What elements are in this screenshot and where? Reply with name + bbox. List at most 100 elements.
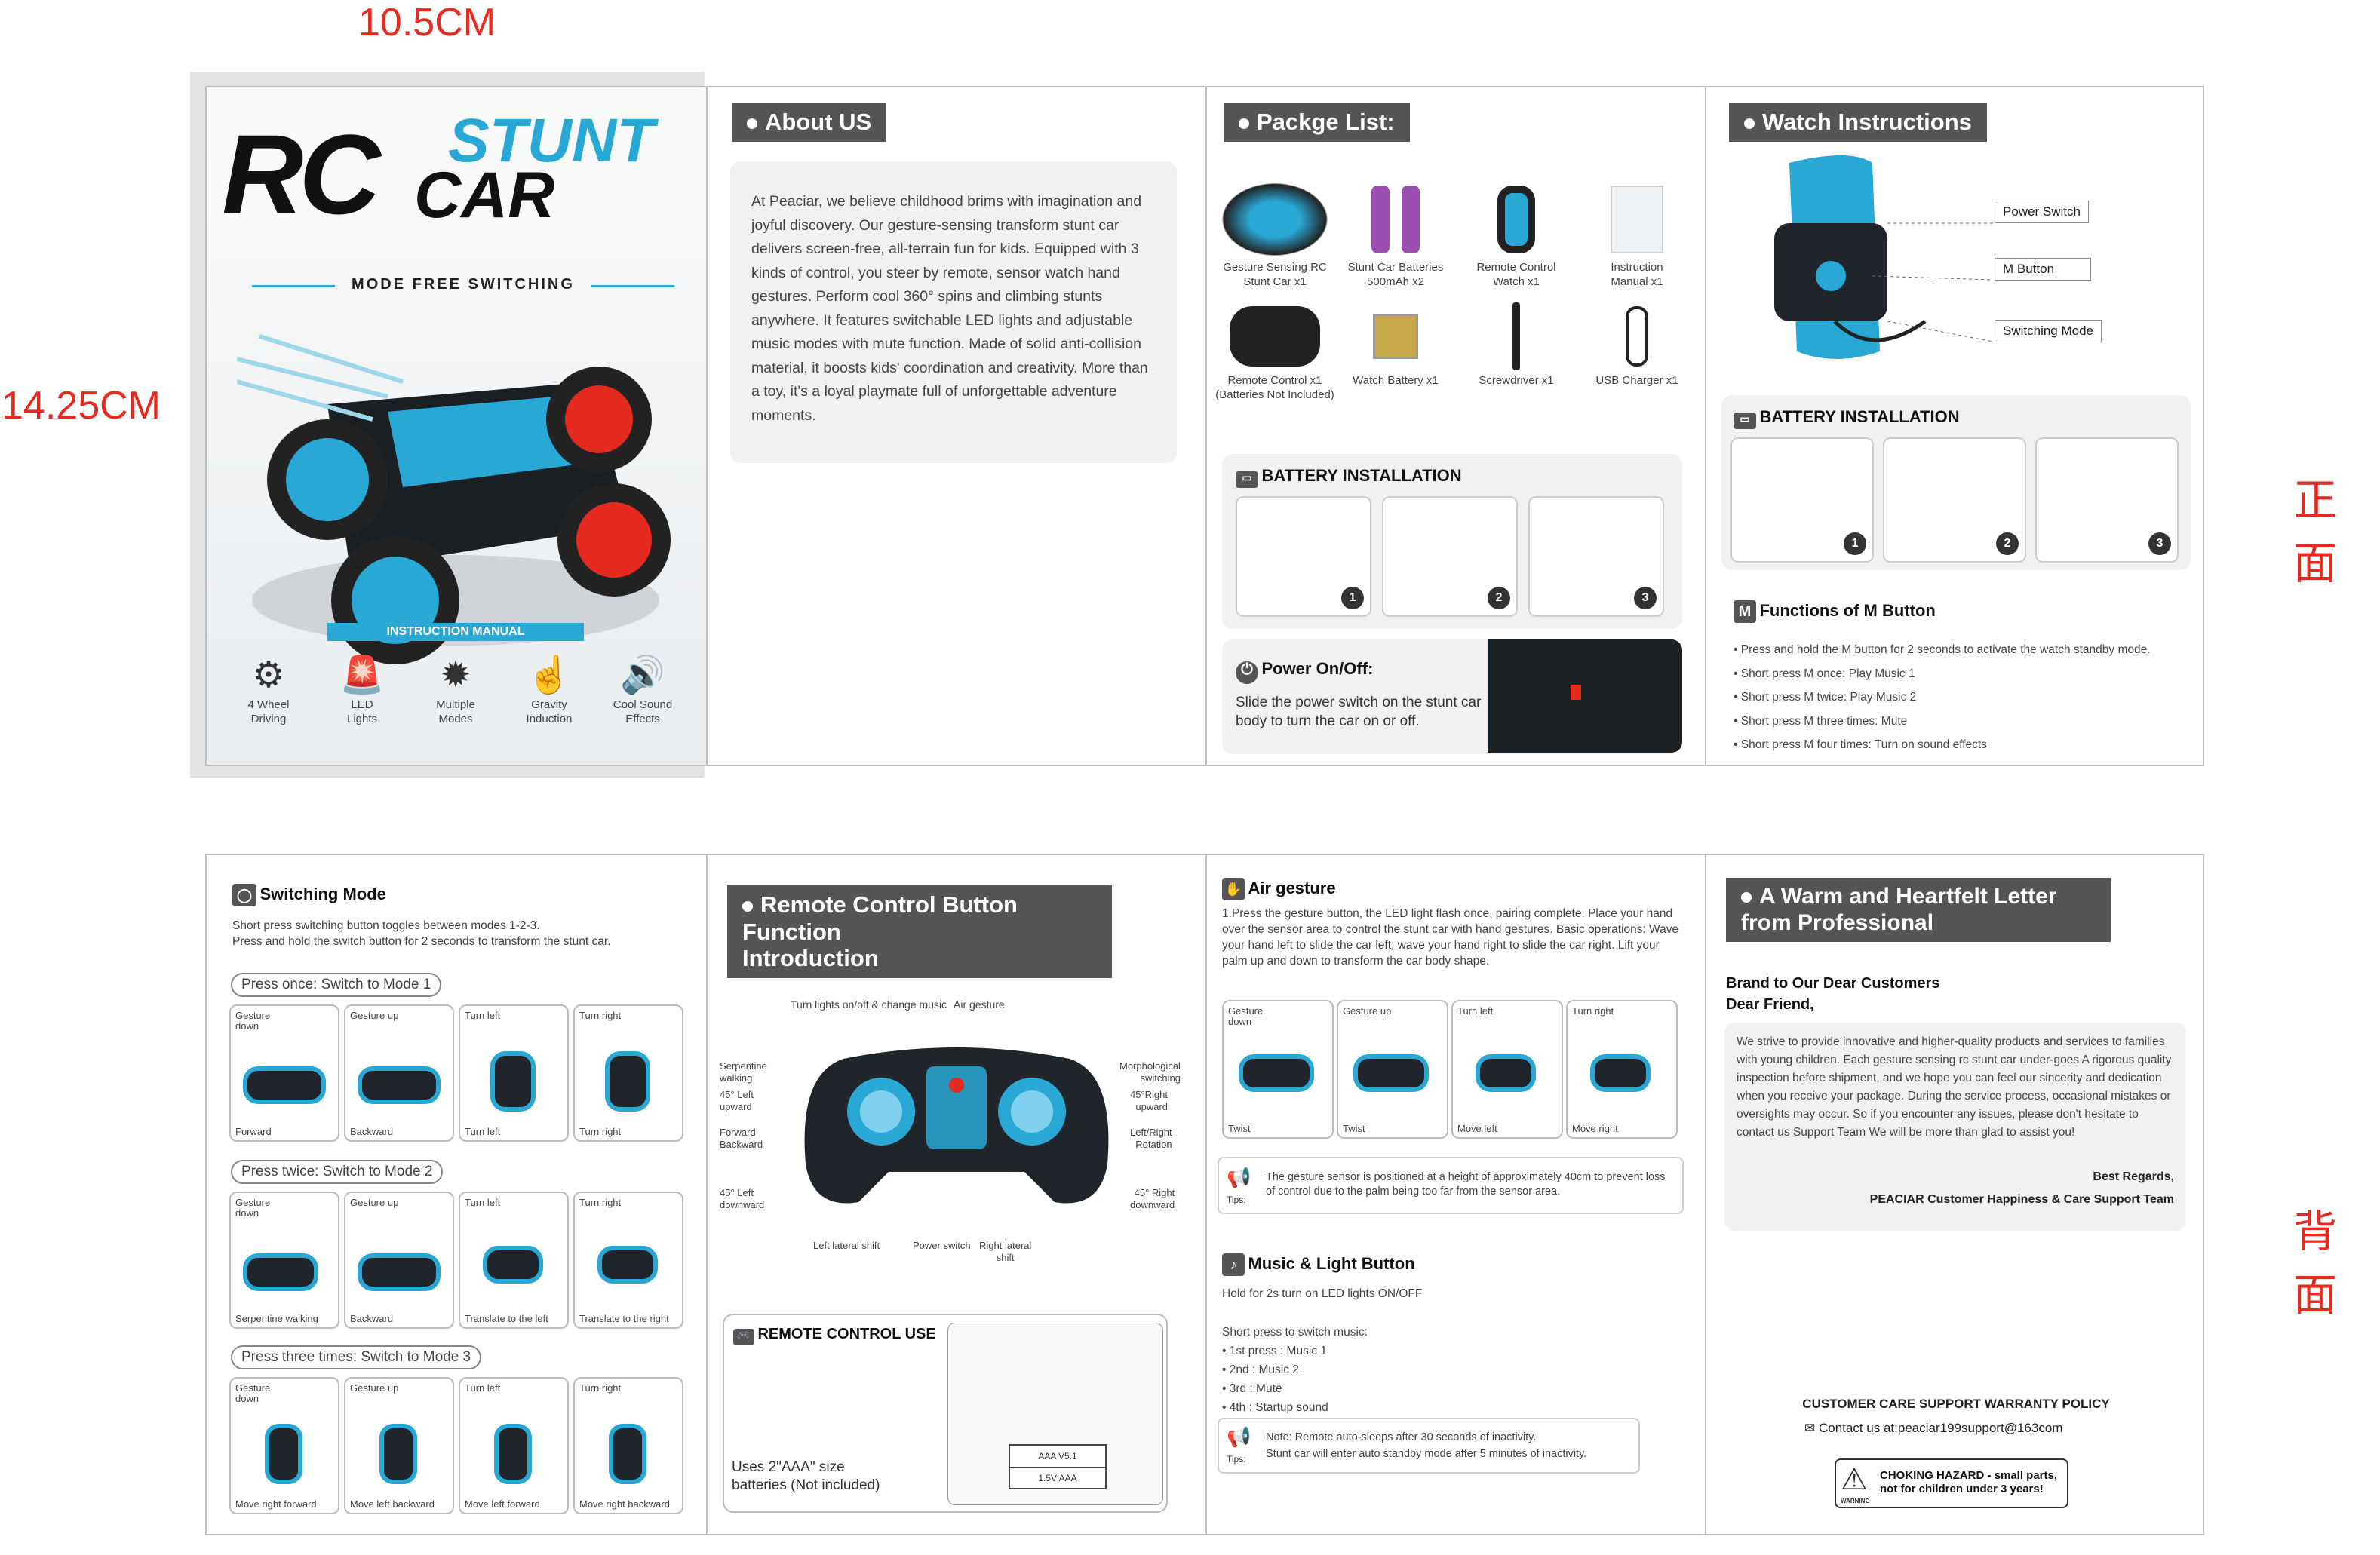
package-item-usb: USB Charger x1 [1577,299,1697,388]
air-title: Air gesture [1248,879,1336,897]
functions-title: Functions of M Button [1759,601,1936,620]
watch-title: Watch Instructions [1729,103,1987,142]
remote-diagram: Turn lights on/off & change music Air ge… [720,998,1181,1264]
car-battery-step-1: 1 [1236,496,1371,617]
car-battery-step-3: 3 [1528,496,1664,617]
logo-car: CAR [414,159,555,232]
letter-title: A Warm and Heartfelt Letter from Profess… [1726,878,2111,942]
remote-use-box: 🎮 REMOTE CONTROL USE Uses 2"AAA" size ba… [723,1314,1168,1513]
manual-banner: INSTRUCTION MANUAL [327,623,584,641]
back-sheet: ◯ Switching Mode Short press switching b… [205,854,2204,1535]
cover-panel: RC STUNT CAR MODE FREE SWITCHING INSTRUC… [207,87,706,765]
air-tip-box: 📢 Tips: The gesture sensor is positioned… [1218,1157,1684,1214]
letter-panel: A Warm and Heartfelt Letter from Profess… [1706,855,2206,1534]
functions-list: • Press and hold the M button for 2 seco… [1734,643,2151,751]
callout-switching-mode: Switching Mode [1995,320,2102,342]
feature-4wd: ⚙ 4 Wheel Driving [227,653,310,751]
cover-logo: RC STUNT CAR [222,106,674,232]
watch-battery-step-2: 2 [1883,437,2026,563]
package-item-manual: Instruction Manual x1 [1577,178,1697,290]
about-title: About US [732,103,887,142]
about-panel: About US At Peaciar, we believe childhoo… [708,87,1205,765]
air-tip-text: The gesture sensor is positioned at a he… [1266,1171,1666,1198]
battery-icon: ▭ [1734,413,1756,429]
power-body: Slide the power switch on the stunt car … [1236,695,1482,729]
gravity-induction-icon: ☝ [527,655,572,695]
air-panel: ✋ Air gesture 1.Press the gesture button… [1207,855,1705,1534]
package-item-watch-battery: Watch Battery x1 [1335,299,1456,388]
letter-signature: Best Regards,PEACIAR Customer Happiness … [1869,1170,2174,1206]
package-item-remote: Remote Control x1 (Batteries Not Include… [1215,299,1335,403]
battery-icon: ▭ [1236,471,1258,488]
switching-panel: ◯ Switching Mode Short press switching b… [207,855,706,1534]
multiple-modes-icon: ✹ [440,655,471,695]
about-body: At Peaciar, we believe childhood brims w… [751,193,1148,424]
watch-illustration [1774,155,1994,359]
mode-3-label: Press three times: Switch to Mode 3 [231,1345,482,1369]
feature-gravity: ☝ Gravity Induction [508,653,591,751]
wheel-drive-icon: ⚙ [252,655,285,695]
led-lights-icon: 🚨 [339,655,385,695]
music-list: Short press to switch music: • 1st press… [1222,1326,1368,1414]
front-side-label: 正面 [2293,474,2338,589]
logo-stunt: STUNT [448,106,655,175]
remote-control-illustration [804,1047,1109,1204]
car-battery-step-2: 2 [1382,496,1518,617]
feature-led: 🚨 LED Lights [321,653,404,751]
package-item-screwdriver: Screwdriver x1 [1456,299,1577,388]
power-box: ⏻ Power On/Off: Slide the power switch o… [1222,639,1682,754]
power-icon: ⏻ [1236,661,1258,684]
air-gesture-icon: ✋ [1222,878,1245,900]
back-side-label: 背面 [2293,1206,2338,1320]
note-box: 📢 Tips: Note: Remote auto-sleeps after 3… [1218,1418,1640,1474]
package-item-batteries: Stunt Car Batteries 500mAh x2 [1335,178,1456,290]
music-title: Music & Light Button [1248,1254,1415,1273]
watch-battery-step-1: 1 [1730,437,1874,563]
music-light-icon: ♪ [1222,1253,1245,1276]
logo-rc: RC [222,111,381,238]
battery-compartment: AAA V5.1 1.5V AAA [947,1323,1163,1505]
car-battery-box: ▭ BATTERY INSTALLATION 1 2 3 [1222,454,1682,629]
letter-box: We strive to provide innovative and high… [1724,1023,2186,1231]
feature-modes: ✹ Multiple Modes [414,653,497,751]
callout-power-switch: Power Switch [1995,201,2089,223]
about-box: At Peaciar, we believe childhood brims w… [730,161,1177,463]
car-icon [1215,178,1335,261]
switching-title: Switching Mode [259,885,386,903]
watch-panel: Watch Instructions Power Switch M Button… [1706,87,2206,765]
front-sheet: RC STUNT CAR MODE FREE SWITCHING INSTRUC… [205,86,2204,766]
callout-m-button: M Button [1995,258,2091,281]
letter-body: We strive to provide innovative and high… [1737,1035,2172,1139]
sound-effects-icon: 🔊 [620,655,665,695]
music-hold: Hold for 2s turn on LED lights ON/OFF [1222,1287,1423,1300]
feature-sound: 🔊 Cool Sound Effects [601,653,684,751]
gamepad-icon: 🎮 [733,1329,754,1345]
warning-icon: ⚠ [1841,1463,1868,1496]
power-switch-photo [1488,639,1682,753]
watch-battery-box: ▭ BATTERY INSTALLATION 1 2 3 [1721,395,2191,570]
package-grid: Gesture Sensing RC Stunt Car x1 Stunt Ca… [1215,178,1697,404]
m-button-icon: M [1734,600,1756,623]
mode-1-label: Press once: Switch to Mode 1 [231,973,442,997]
remote-use-body: Uses 2"AAA" size batteries (Not included… [732,1459,880,1493]
switch-mode-icon: ◯ [232,884,256,906]
width-dimension-label: 10.5CM [358,1,496,44]
warranty-policy: CUSTOMER CARE SUPPORT WARRANTY POLICY [1802,1397,2110,1411]
feature-row: ⚙ 4 Wheel Driving 🚨 LED Lights ✹ Multipl… [222,653,689,751]
package-panel: Packge List: Gesture Sensing RC Stunt Ca… [1207,87,1705,765]
